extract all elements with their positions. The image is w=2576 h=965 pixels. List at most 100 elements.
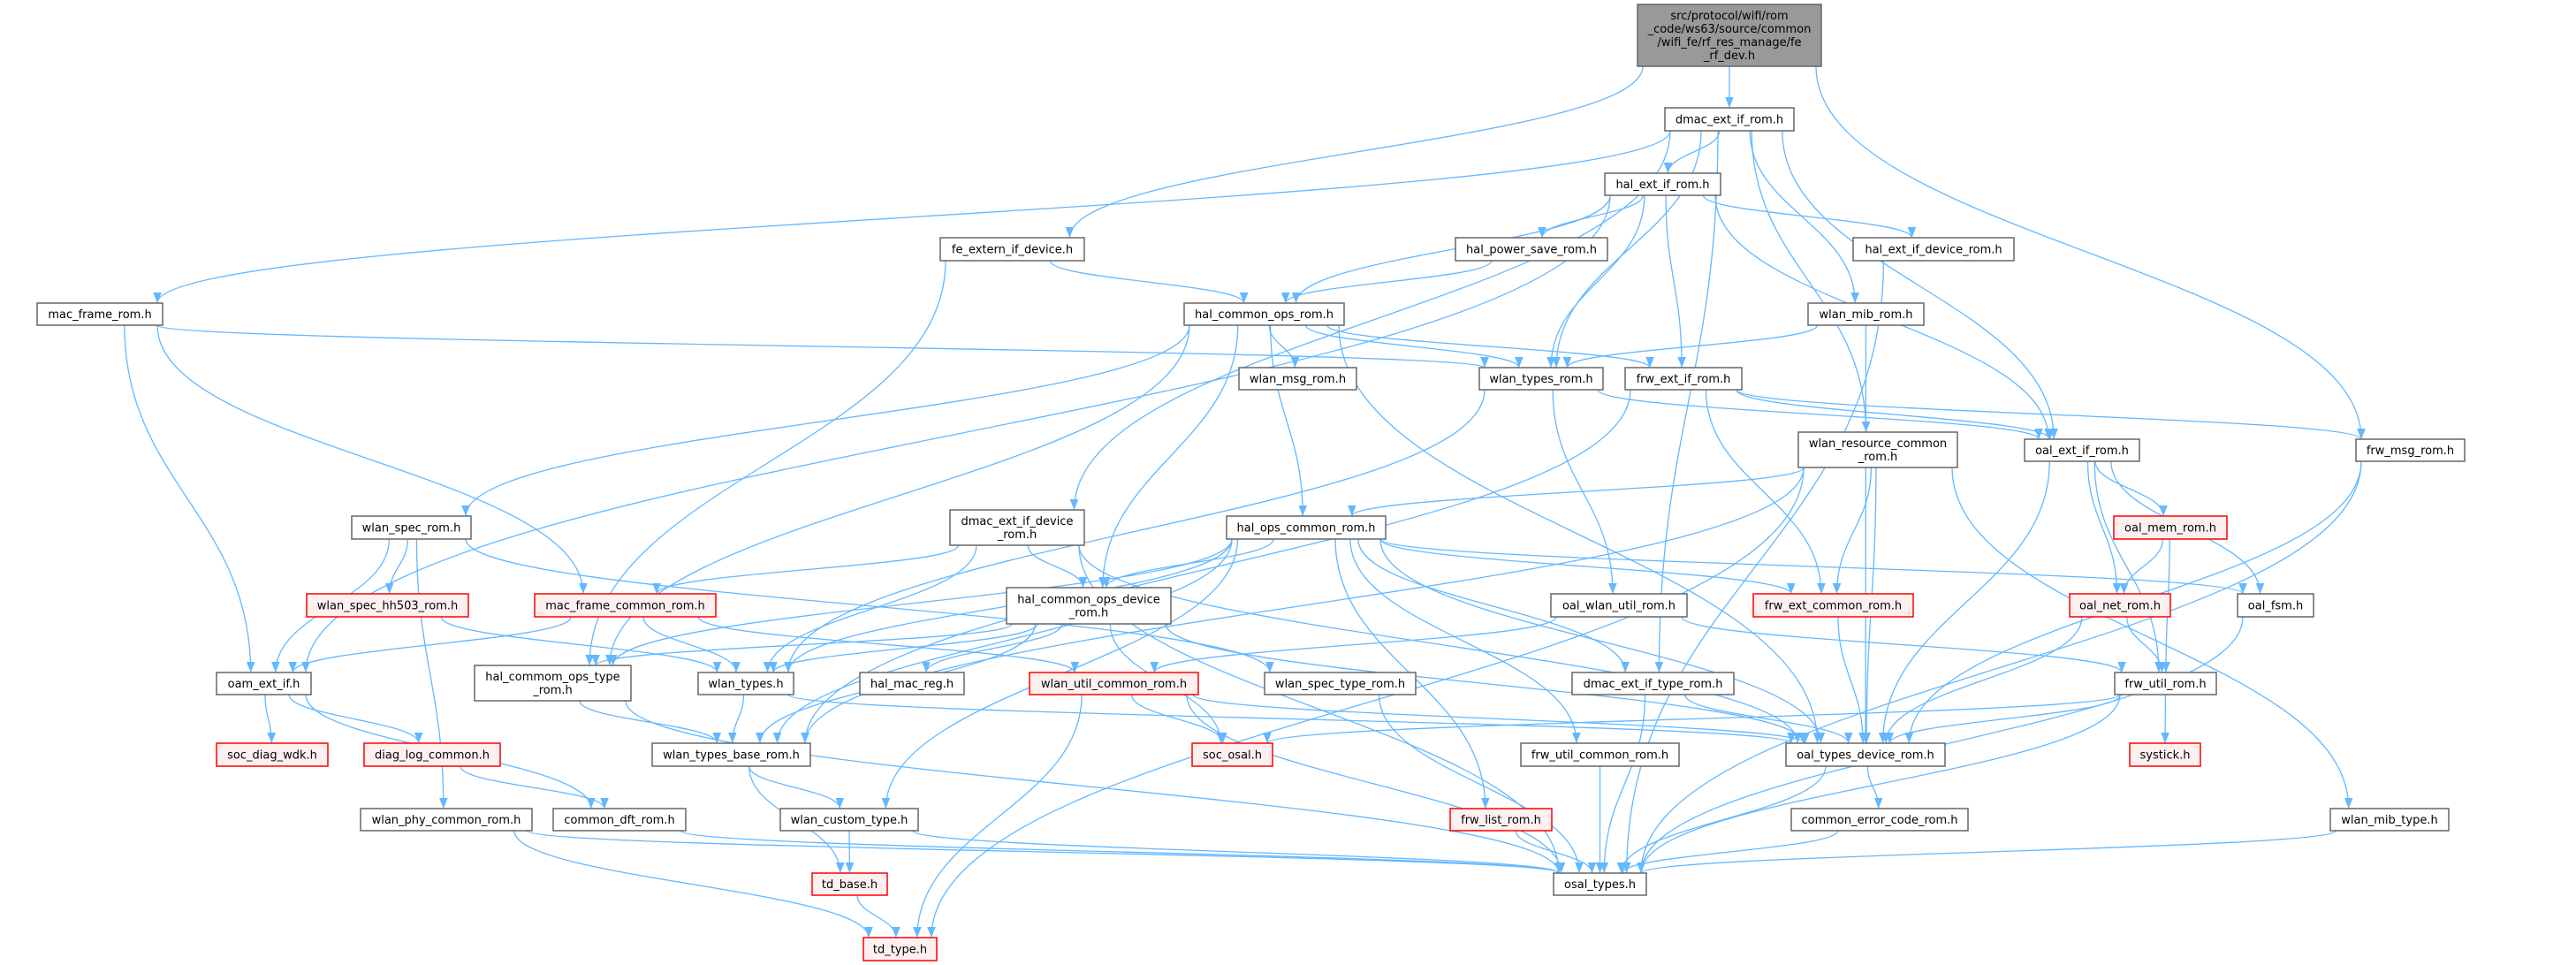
node-label: hal_ext_if_device_rom.h	[1865, 244, 2002, 257]
node-wlan-spec-type-rom[interactable]: wlan_spec_type_rom.h	[1264, 672, 1417, 695]
node-common-error-code-rom[interactable]: common_error_code_rom.h	[1790, 808, 1969, 832]
node-box	[1550, 593, 1688, 618]
edge-frw_util_rom-to-soc_osal	[1263, 694, 2121, 744]
node-wlan-phy-common-rom[interactable]: wlan_phy_common_rom.h	[360, 808, 533, 832]
node-wlan-custom-type[interactable]: wlan_custom_type.h	[779, 808, 919, 832]
node-box	[1238, 367, 1357, 391]
edge-hal_ops_common_rom-to-wlan_types_base_rom	[772, 538, 1233, 744]
node-wlan-mib-rom[interactable]: wlan_mib_rom.h	[1807, 302, 1925, 326]
node-wlan-types-base-rom[interactable]: wlan_types_base_rom.h	[651, 742, 811, 767]
node-hal-mac-reg[interactable]: hal_mac_reg.h	[859, 672, 965, 695]
node-oal-wlan-util-rom[interactable]: oal_wlan_util_rom.h	[1550, 593, 1688, 618]
node-wlan-types-rom[interactable]: wlan_types_rom.h	[1478, 367, 1604, 391]
node-box	[1785, 742, 1946, 767]
edge-frw_util_rom-to-osal_types	[1637, 694, 2121, 874]
node-diag-log-common[interactable]: diag_log_common.h	[363, 742, 501, 767]
node-label: diag_log_common.h	[375, 749, 490, 763]
edge-dmac_ext_if_device_rom-to-oal_types_device_rom	[1078, 544, 1802, 744]
node-frw-ext-common-rom[interactable]: frw_ext_common_rom.h	[1752, 593, 1914, 618]
node-soc-osal[interactable]: soc_osal.h	[1191, 742, 1273, 767]
node-label: wlan_custom_type.h	[791, 814, 908, 827]
node-box	[1183, 302, 1345, 326]
edge-oal_types_device_rom-to-common_error_code_rom	[1866, 765, 1883, 809]
node-label: frw_ext_if_rom.h	[1637, 373, 1731, 386]
node-oal-fsm[interactable]: oal_fsm.h	[2237, 593, 2314, 618]
edge-wlan_types_base_rom-to-wlan_custom_type	[748, 765, 845, 809]
node-hal-ext-if-device-rom[interactable]: hal_ext_if_device_rom.h	[1852, 237, 2015, 262]
node-hal-commom-ops-type-rom[interactable]: hal_commom_ops_type_rom.h	[474, 665, 632, 702]
node-oal-net-rom[interactable]: oal_net_rom.h	[2069, 593, 2171, 618]
node-label: wlan_mib_type.h	[2341, 814, 2437, 827]
node-td-base[interactable]: td_base.h	[811, 872, 888, 896]
node-dmac-ext-if-device-rom[interactable]: dmac_ext_if_device_rom.h	[949, 509, 1085, 546]
node-wlan-msg-rom[interactable]: wlan_msg_rom.h	[1238, 367, 1357, 391]
node-mac-frame-common-rom[interactable]: mac_frame_common_rom.h	[534, 593, 717, 618]
node-soc-diag-wdk[interactable]: soc_diag_wdk.h	[216, 742, 329, 767]
node-wlan-spec-rom[interactable]: wlan_spec_rom.h	[351, 515, 472, 540]
edge-root-to-fe_extern_if_device	[1065, 65, 1644, 239]
edge-wlan_spec_type_rom-to-osal_types	[1378, 694, 1584, 874]
node-box	[474, 665, 632, 702]
edge-hal_common_ops_rom-to-hal_common_ops_device_rom	[1098, 324, 1239, 589]
node-oal-mem-rom[interactable]: oal_mem_rom.h	[2113, 515, 2228, 540]
node-dmac-ext-if-type-rom[interactable]: dmac_ext_if_type_rom.h	[1571, 672, 1735, 695]
edge-wlan_mib_type-to-osal_types	[1637, 830, 2337, 874]
node-label: common_dft_rom.h	[564, 814, 674, 827]
edge-common_error_code_rom-to-osal_types	[1618, 830, 1839, 874]
node-label: td_base.h	[822, 878, 878, 892]
node-common-dft-rom[interactable]: common_dft_rom.h	[552, 808, 687, 832]
node-frw-ext-if-rom[interactable]: frw_ext_if_rom.h	[1624, 367, 1743, 391]
edge-hal_commom_ops_type_rom-to-wlan_types_base_rom	[579, 700, 722, 744]
node-hal-common-ops-rom[interactable]: hal_common_ops_rom.h	[1183, 302, 1345, 326]
node-systick[interactable]: systick.h	[2129, 742, 2201, 767]
edge-hal_commom_ops_type_rom-to-osal_types	[625, 700, 1563, 874]
node-oal-ext-if-rom[interactable]: oal_ext_if_rom.h	[2024, 438, 2140, 462]
edge-mac_frame_rom-to-wlan_types_rom	[156, 324, 1488, 369]
node-label: wlan_spec_rom.h	[362, 522, 461, 536]
edge-dmac_ext_if_rom-to-wlan_types_rom	[1552, 130, 1702, 369]
node-box	[1807, 302, 1925, 326]
node-label: hal_mac_reg.h	[870, 678, 954, 691]
edge-mac_frame_common_rom-to-wlan_util_common_rom	[697, 616, 1079, 673]
node-box	[2114, 672, 2217, 695]
node-td-type[interactable]: td_type.h	[862, 937, 938, 961]
nodes-layer: src/protocol/wifi/rom_code/ws63/source/c…	[36, 4, 2466, 961]
node-frw-util-rom[interactable]: frw_util_rom.h	[2114, 672, 2217, 695]
node-label: frw_msg_rom.h	[2367, 445, 2454, 458]
node-frw-msg-rom[interactable]: frw_msg_rom.h	[2355, 438, 2466, 462]
edge-mac_frame_rom-to-oam_ext_if	[124, 324, 255, 673]
node-dmac-ext-if-rom[interactable]: dmac_ext_if_rom.h	[1664, 107, 1795, 132]
edge-dmac_ext_if_type_rom-to-oal_types_device_rom	[1683, 694, 1853, 744]
edge-hal_common_ops_rom-to-frw_ext_if_rom	[1326, 324, 1654, 369]
edge-hal_ext_if_rom-to-oam_ext_if	[301, 194, 1611, 673]
node-label: wlan_types_base_rom.h	[663, 749, 800, 763]
node-hal-power-save-rom[interactable]: hal_power_save_rom.h	[1455, 237, 1608, 262]
node-frw-util-common-rom[interactable]: frw_util_common_rom.h	[1520, 742, 1680, 767]
node-label: mac_frame_rom.h	[48, 308, 151, 322]
node-frw-list-rom[interactable]: frw_list_rom.h	[1449, 808, 1553, 832]
edge-hal_common_ops_rom-to-hal_ops_common_rom	[1269, 324, 1307, 517]
node-box	[1852, 237, 2015, 262]
node-box	[306, 593, 469, 618]
node-wlan-resource-common-rom[interactable]: wlan_resource_common_rom.h	[1797, 431, 1958, 468]
node-oam-ext-if[interactable]: oam_ext_if.h	[216, 672, 312, 695]
node-hal-common-ops-device-rom[interactable]: hal_common_ops_device_rom.h	[1006, 587, 1172, 625]
node-fe-extern-if-device[interactable]: fe_extern_if_device.h	[939, 237, 1085, 262]
node-label: wlan_resource_common	[1809, 437, 1947, 451]
node-hal-ext-if-rom[interactable]: hal_ext_if_rom.h	[1604, 172, 1721, 196]
node-wlan-types[interactable]: wlan_types.h	[697, 672, 794, 695]
node-oal-types-device-rom[interactable]: oal_types_device_rom.h	[1785, 742, 1946, 767]
node-label: wlan_msg_rom.h	[1250, 373, 1346, 386]
node-osal-types[interactable]: osal_types.h	[1553, 872, 1647, 896]
node-hal-ops-common-rom[interactable]: hal_ops_common_rom.h	[1226, 515, 1387, 540]
edge-wlan_types_rom-to-oal_ext_if_rom	[1597, 389, 2043, 440]
node-root[interactable]: src/protocol/wifi/rom_code/ws63/source/c…	[1637, 4, 1822, 67]
edge-hal_ops_common_rom-to-oal_fsm	[1379, 538, 2247, 595]
node-wlan-util-common-rom[interactable]: wlan_util_common_rom.h	[1029, 672, 1199, 695]
node-mac-frame-rom[interactable]: mac_frame_rom.h	[36, 302, 163, 326]
edge-hal_ops_common_rom-to-frw_util_common_rom	[1349, 538, 1581, 744]
node-wlan-spec-hh503-rom[interactable]: wlan_spec_hh503_rom.h	[306, 593, 469, 618]
node-wlan-mib-type[interactable]: wlan_mib_type.h	[2329, 808, 2450, 832]
node-box	[351, 515, 472, 540]
edge-frw_util_rom-to-oal_types_device_rom	[1885, 694, 2122, 744]
